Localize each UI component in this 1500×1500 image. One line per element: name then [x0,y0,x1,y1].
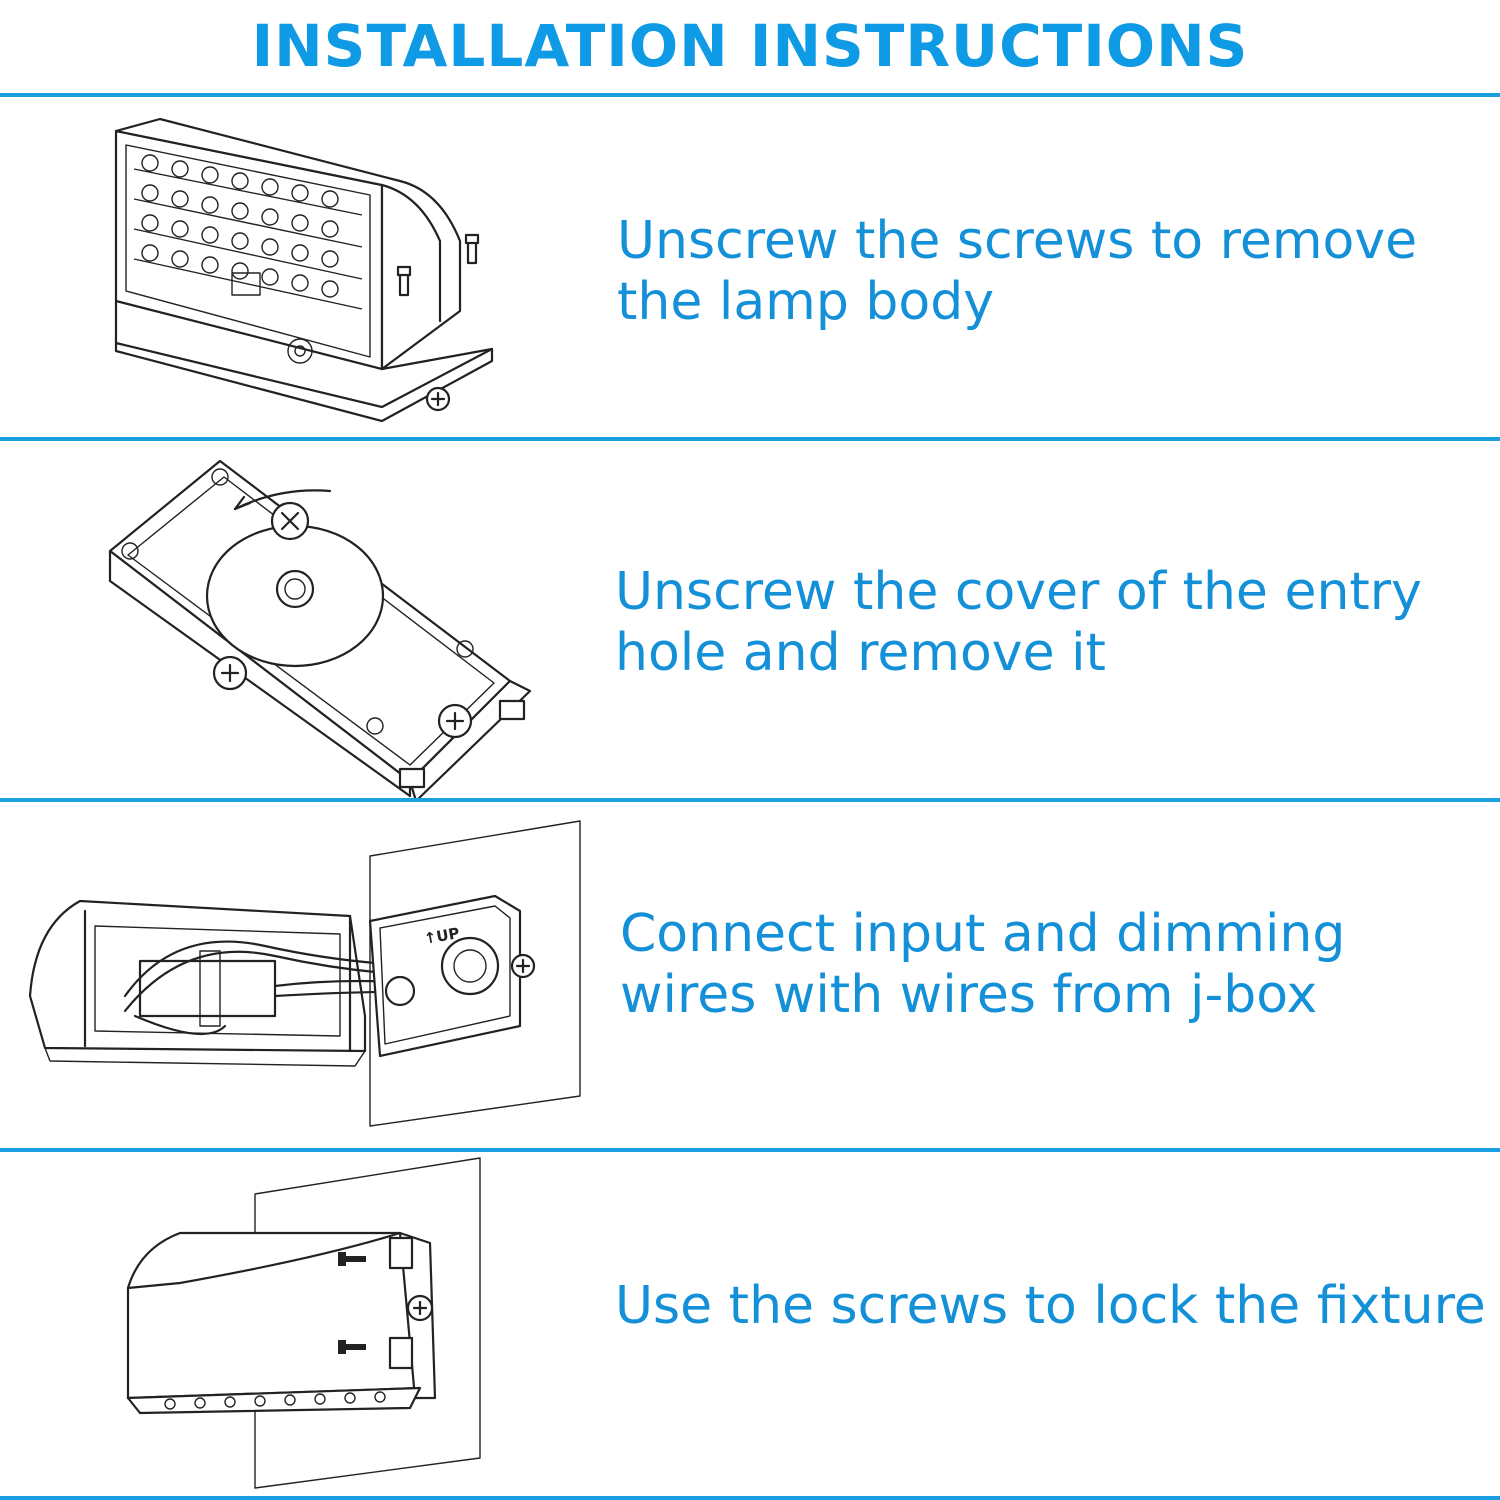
page-title: INSTALLATION INSTRUCTIONS [251,12,1249,80]
entry-hole-cover-illustration [108,459,532,803]
wiring-illustration: ↑UP [28,820,581,1127]
up-label: ↑UP [423,924,461,948]
lamp-body-removal-illustration [114,117,494,423]
divider [0,1496,1500,1500]
step-1: Unscrew the screws to remove the lamp bo… [0,97,1500,437]
step-4: Use the screws to lock the fixture [0,1152,1500,1500]
step-3-caption: Connect input and dimming wires with wir… [620,904,1346,1025]
divider [0,93,1500,97]
step-2-caption: Unscrew the cover of the entry hole and … [615,562,1422,683]
divider [0,1148,1500,1152]
step-2: Unscrew the cover of the entry hole and … [0,441,1500,803]
step-1-caption: Unscrew the screws to remove the lamp bo… [617,211,1418,332]
fixture-mount-illustration [126,1157,481,1489]
step-3: ↑UP Connect input and dimming wires with… [0,802,1500,1150]
divider [0,798,1500,802]
step-4-caption: Use the screws to lock the fixture [615,1276,1486,1336]
divider [0,437,1500,441]
